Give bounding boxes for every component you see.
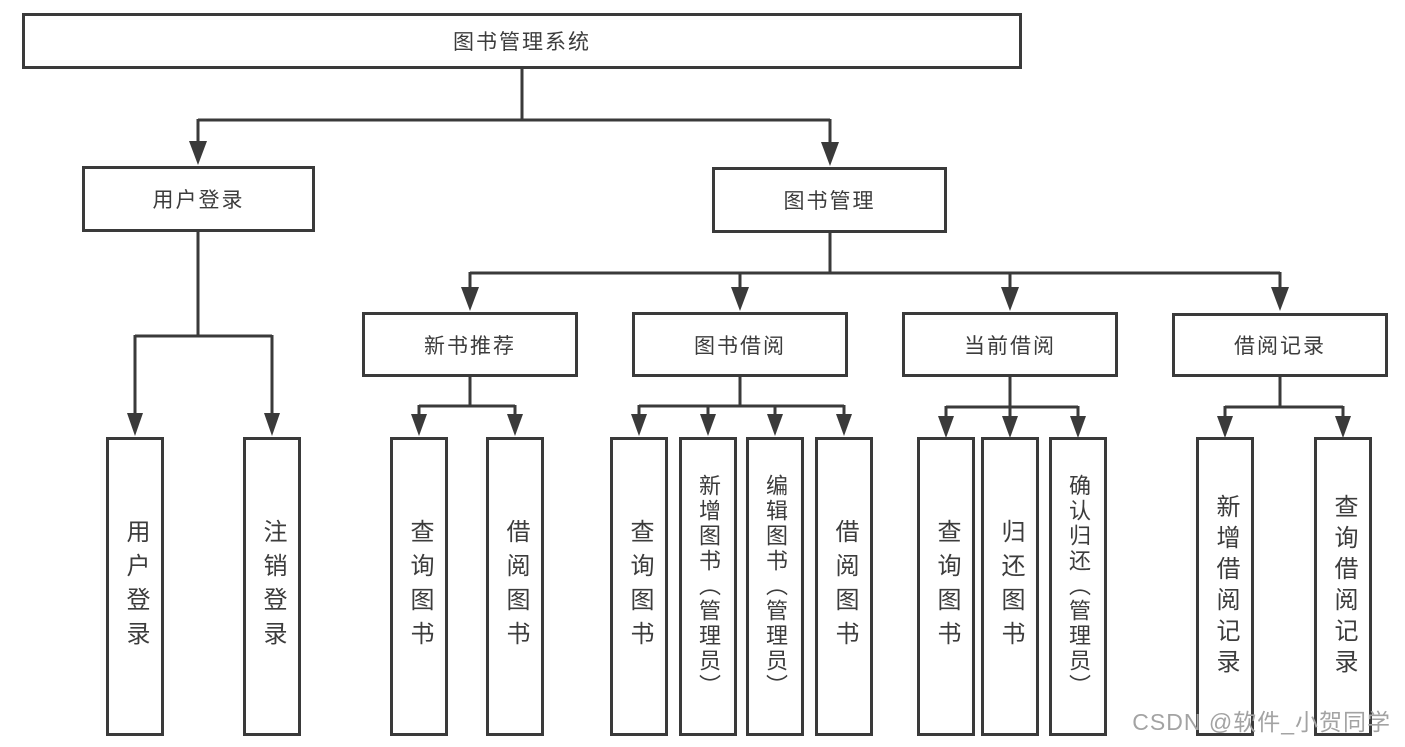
leaf-current-return-books: 归还图书	[981, 437, 1039, 736]
leaf-login-label: 用户登录	[122, 518, 149, 655]
leaf-logout: 注销登录	[243, 437, 301, 736]
leaf-borrowing-borrow-books-label: 借阅图书	[831, 518, 858, 655]
leaf-borrowing-query-books-label: 查询图书	[626, 518, 653, 655]
leaf-current-confirm-return-label: 确认归还（管理员）	[1066, 474, 1091, 699]
leaf-records-query-record-label: 查询借阅记录	[1330, 493, 1357, 680]
leaf-borrowing-add-books-label: 新增图书（管理员）	[696, 474, 721, 699]
leaf-recommend-query-books-label: 查询图书	[406, 518, 433, 655]
leaf-current-return-books-label: 归还图书	[997, 518, 1024, 655]
node-borrowing-records-label: 借阅记录	[1234, 335, 1326, 358]
leaf-records-add-record-label: 新增借阅记录	[1212, 493, 1239, 680]
leaf-borrowing-edit-books-label: 编辑图书（管理员）	[763, 474, 788, 699]
node-current-borrowing-label: 当前借阅	[964, 334, 1056, 358]
leaf-borrowing-add-books: 新增图书（管理员）	[679, 437, 737, 736]
node-new-book-recommend-label: 新书推荐	[424, 334, 516, 358]
leaf-borrowing-borrow-books: 借阅图书	[815, 437, 873, 736]
node-user-login-label: 用户登录	[152, 189, 245, 212]
leaf-recommend-query-books: 查询图书	[390, 437, 448, 736]
leaf-current-query-books: 查询图书	[917, 437, 975, 736]
node-book-borrowing-label: 图书借阅	[694, 334, 786, 358]
leaf-records-add-record: 新增借阅记录	[1196, 437, 1254, 736]
leaf-current-confirm-return: 确认归还（管理员）	[1049, 437, 1107, 736]
leaf-recommend-borrow-books: 借阅图书	[486, 437, 544, 736]
node-book-borrowing: 图书借阅	[632, 312, 848, 377]
node-borrowing-records: 借阅记录	[1172, 313, 1388, 377]
arrowheads	[127, 141, 1351, 438]
leaf-logout-label: 注销登录	[259, 518, 286, 655]
leaf-recommend-borrow-books-label: 借阅图书	[502, 518, 529, 655]
node-book-management-label: 图书管理	[783, 190, 876, 213]
node-current-borrowing: 当前借阅	[902, 312, 1118, 377]
leaf-login: 用户登录	[106, 437, 164, 736]
leaf-records-query-record: 查询借阅记录	[1314, 437, 1372, 736]
node-new-book-recommend: 新书推荐	[362, 312, 578, 377]
node-user-login: 用户登录	[82, 166, 315, 232]
leaf-borrowing-edit-books: 编辑图书（管理员）	[746, 437, 804, 736]
node-root: 图书管理系统	[22, 13, 1022, 69]
leaf-current-query-books-label: 查询图书	[933, 518, 960, 655]
watermark: CSDN @软件_小贺同学	[1132, 709, 1391, 735]
node-book-management: 图书管理	[712, 167, 947, 233]
node-root-label: 图书管理系统	[453, 31, 591, 54]
leaf-borrowing-query-books: 查询图书	[610, 437, 668, 736]
